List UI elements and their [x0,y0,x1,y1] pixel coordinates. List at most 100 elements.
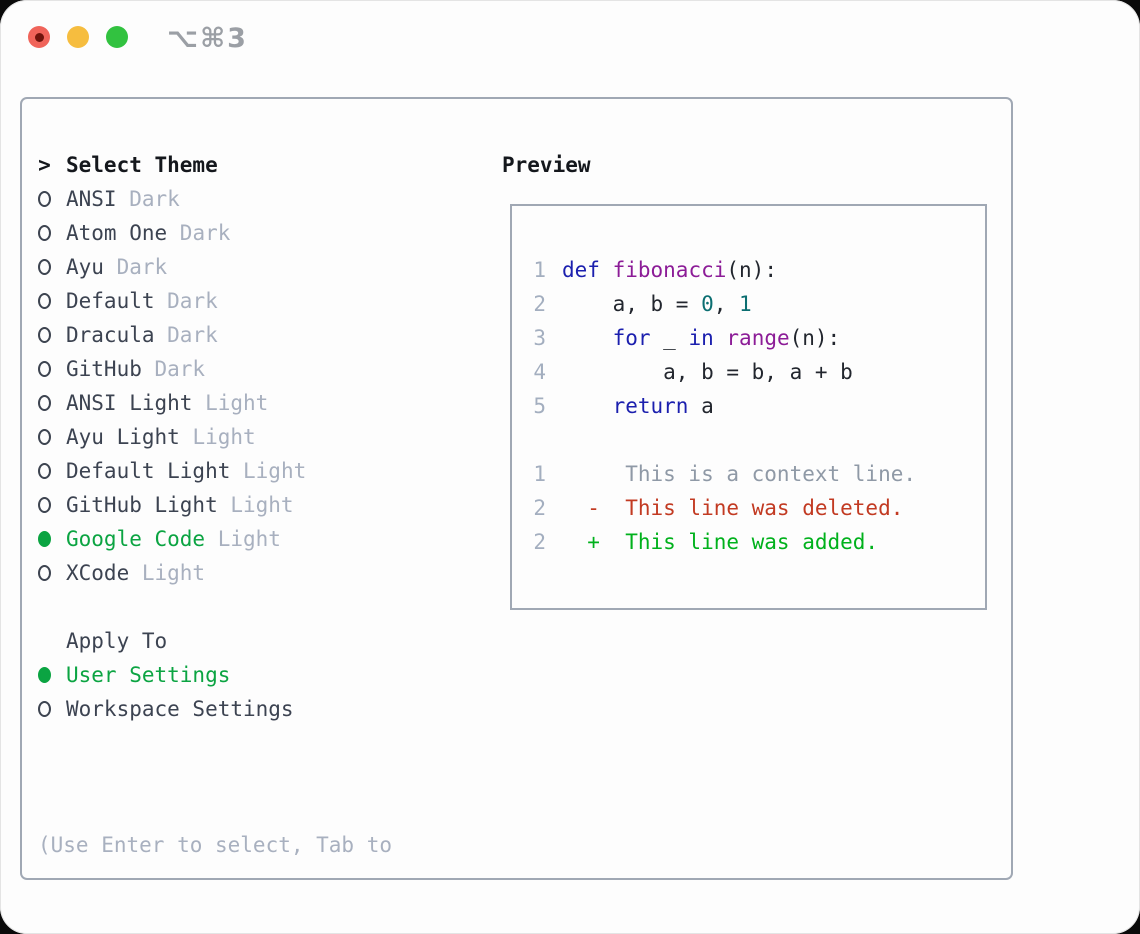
code-token: - This line was deleted. [562,496,904,520]
theme-variant-label: Light [217,493,294,517]
theme-option-label: ANSI Light [66,391,193,415]
radio-icon [38,293,51,309]
radio-icon [38,463,51,479]
line-number: 1 [533,462,546,486]
radio-icon [38,701,51,717]
code-token: , [713,292,740,316]
radio-icon [38,327,51,343]
line-number: 4 [533,360,546,384]
theme-variant-label: Dark [103,255,168,279]
theme-variant-label: Light [205,527,281,551]
theme-variant-label: Dark [167,221,231,245]
radio-icon [38,361,51,377]
code-token: (n): [726,258,777,282]
code-token: for [612,326,651,350]
code-token: (n): [789,326,841,350]
theme-option-google-code[interactable]: Google Code Light [38,522,392,556]
code-token [562,394,613,418]
apply-to-header-row: Apply To [38,624,392,658]
code-token: a, b = [562,292,702,316]
code-token: return [612,394,689,418]
theme-variant-label: Dark [154,323,218,347]
code-line: 4 a, b = b, a + b [532,355,985,389]
line-number: 5 [533,394,546,418]
theme-list-header: Select Theme [66,153,218,177]
theme-option-github-light[interactable]: GitHub Light Light [38,488,392,522]
cursor-arrow-icon: > [38,153,51,177]
theme-option-label: ANSI [66,187,117,211]
apply-option-user-settings[interactable]: User Settings [38,658,392,692]
radio-icon [38,225,51,241]
apply-option-label: Workspace Settings [66,697,294,721]
theme-option-xcode[interactable]: XCode Light [38,556,392,590]
theme-option-default-light[interactable]: Default Light Light [38,454,392,488]
theme-option-atom-one[interactable]: Atom One Dark [38,216,392,250]
theme-option-label: Ayu [66,255,104,279]
spacer [38,590,392,624]
apply-to-header: Apply To [66,629,168,653]
theme-option-ansi[interactable]: ANSI Dark [38,182,392,216]
spacer [38,726,392,760]
code-line: 2 a, b = 0, 1 [532,287,985,321]
theme-variant-label: Light [129,561,206,585]
theme-variant-label: Dark [154,289,218,313]
theme-variant-label: Light [230,459,307,483]
window-title: ⌥⌘3 [167,23,248,54]
unsaved-changes-dot-icon [34,32,44,42]
code-token: a [688,394,714,418]
minimize-button[interactable] [67,26,89,48]
code-token: _ [650,326,689,350]
theme-option-github[interactable]: GitHub Dark [38,352,392,386]
help-text-line2: change focus) [38,930,392,934]
theme-option-default[interactable]: Default Dark [38,284,392,318]
theme-variant-label: Light [179,425,256,449]
line-number: 2 [533,530,546,554]
theme-option-label: Default Light [66,459,231,483]
code-token [600,258,613,282]
code-token: This is a context line. [562,462,917,486]
close-button[interactable] [28,26,50,48]
theme-option-label: Atom One [66,221,168,245]
radio-selected-icon [38,667,51,683]
code-token: + This line was added. [562,530,879,554]
code-line: 1 This is a context line. [532,457,985,491]
help-text-line1: (Use Enter to select, Tab to [38,833,393,857]
code-token: a, b = b, a + b [562,360,853,384]
theme-variant-label: Light [192,391,269,415]
help-text: (Use Enter to select, Tab to change focu… [38,760,392,934]
apply-option-label: User Settings [66,663,231,687]
theme-option-label: XCode [66,561,130,585]
radio-icon [38,429,51,445]
apply-option-workspace-settings[interactable]: Workspace Settings [38,692,392,726]
code-token: range [726,326,790,350]
zoom-button[interactable] [106,26,128,48]
theme-option-label: GitHub Light [66,493,218,517]
theme-list-header-row: > Select Theme [38,148,392,182]
preview-header: Preview [502,153,591,177]
theme-option-ayu[interactable]: Ayu Dark [38,250,392,284]
code-token [714,326,727,350]
code-line: 2 - This line was deleted. [532,491,985,525]
code-token: 1 [739,292,752,316]
theme-option-ansi-light[interactable]: ANSI Light Light [38,386,392,420]
radio-icon [38,565,51,581]
theme-option-label: GitHub [66,357,142,381]
theme-option-dracula[interactable]: Dracula Dark [38,318,392,352]
code-line: 2 + This line was added. [532,525,985,559]
code-token: in [688,326,714,350]
radio-icon [38,497,51,513]
code-line [532,423,985,457]
theme-option-label: Default [66,289,155,313]
radio-icon [38,395,51,411]
line-number: 2 [533,496,546,520]
theme-option-label: Dracula [66,323,155,347]
theme-option-ayu-light[interactable]: Ayu Light Light [38,420,392,454]
